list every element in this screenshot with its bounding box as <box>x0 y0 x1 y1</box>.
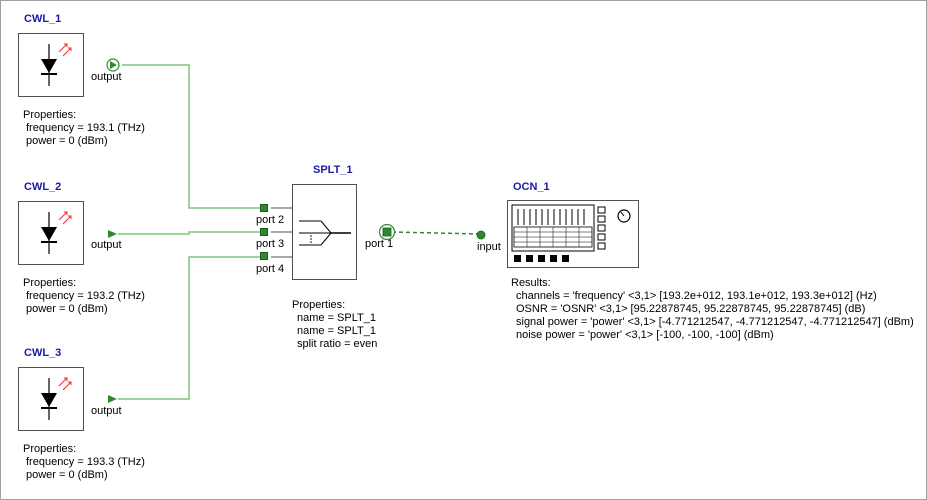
result-signal-power: signal power = 'power' <3,1> [-4.7712125… <box>516 316 914 328</box>
output-port-icon[interactable] <box>106 58 122 74</box>
splitter-port1-icon[interactable] <box>378 223 396 241</box>
splitter-block[interactable] <box>292 184 357 280</box>
laser-diode-icon <box>41 211 72 254</box>
cwl3-prop-power: power = 0 (dBm) <box>26 469 108 481</box>
cwl3-laser-block[interactable] <box>18 367 84 431</box>
splitter-icon <box>299 220 351 246</box>
cwl2-props-header: Properties: <box>23 277 77 289</box>
output-port-icon[interactable] <box>106 228 120 242</box>
cwl2-port-label: output <box>91 239 122 251</box>
cwl3-props-header: Properties: <box>23 443 77 455</box>
cwl1-title: CWL_1 <box>24 13 62 25</box>
cwl2-prop-frequency: frequency = 193.2 (THz) <box>26 290 145 302</box>
analyzer-input-port-icon[interactable] <box>475 229 487 241</box>
cwl1-prop-frequency: frequency = 193.1 (THz) <box>26 122 145 134</box>
analyzer-block[interactable] <box>507 200 639 268</box>
cwl2-prop-power: power = 0 (dBm) <box>26 303 108 315</box>
wire-port1-to-input <box>391 231 481 235</box>
cwl1-laser-block[interactable] <box>18 33 84 97</box>
cwl2-title: CWL_2 <box>24 181 62 193</box>
cwl1-props-header: Properties: <box>23 109 77 121</box>
analyzer-results-header: Results: <box>511 277 551 289</box>
splitter-port4[interactable] <box>260 252 268 260</box>
splitter-port2[interactable] <box>260 204 268 212</box>
splitter-props-header: Properties: <box>292 299 346 311</box>
cwl3-port-label: output <box>91 405 122 417</box>
splitter-prop-name: name = SPLT_1 <box>297 312 376 324</box>
port1-label: port 1 <box>365 238 394 250</box>
cwl1-port-label: output <box>91 71 122 83</box>
output-port-icon[interactable] <box>106 393 120 407</box>
result-osnr: OSNR = 'OSNR' <3,1> [95.22878745, 95.228… <box>516 303 866 315</box>
spectrum-analyzer-icon <box>511 204 631 262</box>
cwl1-prop-power: power = 0 (dBm) <box>26 135 108 147</box>
result-noise-power: noise power = 'power' <3,1> [-100, -100,… <box>516 329 774 341</box>
cwl3-title: CWL_3 <box>24 347 62 359</box>
port4-label: port 4 <box>256 263 285 275</box>
result-channels: channels = 'frequency' <3,1> [193.2e+012… <box>516 290 877 302</box>
laser-diode-icon <box>41 43 72 86</box>
splitter-prop-split-ratio: split ratio = even <box>297 338 378 350</box>
cwl3-prop-frequency: frequency = 193.3 (THz) <box>26 456 145 468</box>
analyzer-title: OCN_1 <box>513 181 550 193</box>
splitter-title: SPLT_1 <box>313 164 353 176</box>
port2-label: port 2 <box>256 214 285 226</box>
wire-cwl3-to-port4 <box>118 256 263 400</box>
cwl2-laser-block[interactable] <box>18 201 84 265</box>
port3-label: port 3 <box>256 238 285 250</box>
analyzer-input-label: input <box>477 241 501 253</box>
wire-cwl1-to-port2 <box>122 64 263 209</box>
laser-diode-icon <box>41 377 72 420</box>
splitter-prop-name-2: name = SPLT_1 <box>297 325 376 337</box>
splitter-port3[interactable] <box>260 228 268 236</box>
wire-cwl2-to-port3 <box>118 231 263 235</box>
